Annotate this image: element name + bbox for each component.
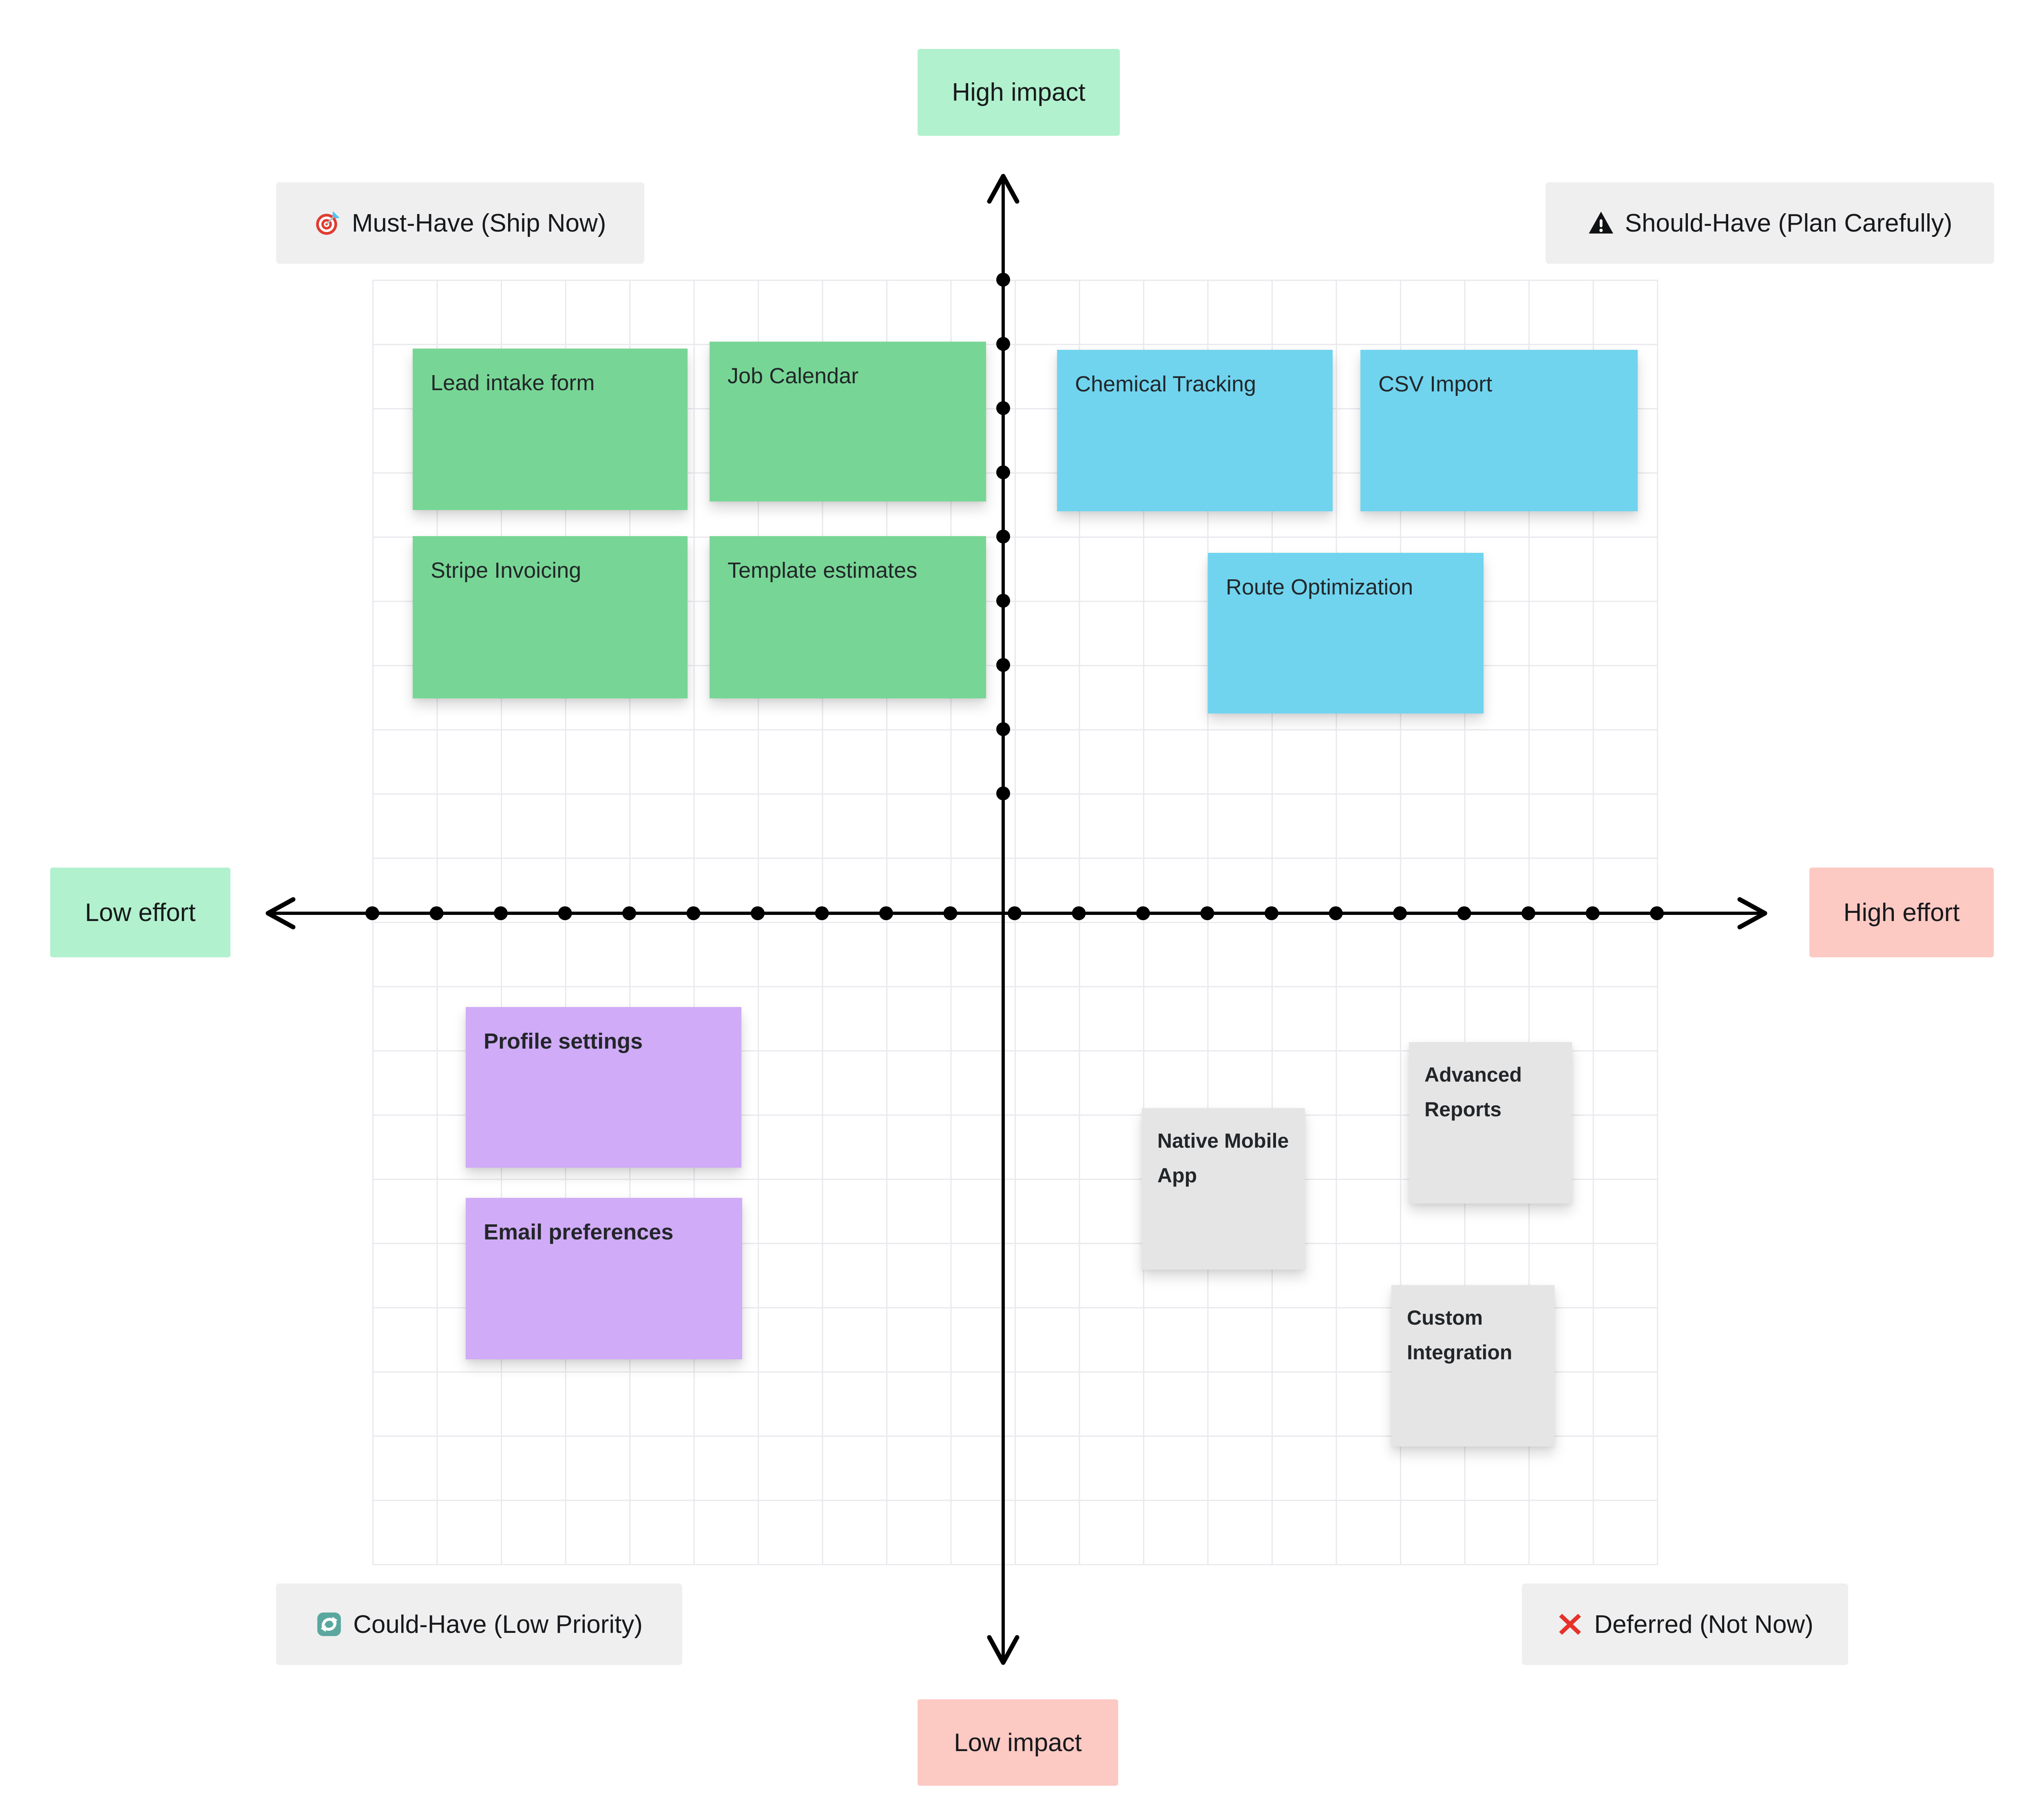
sticky-note-job-calendar[interactable]: Job Calendar — [710, 342, 986, 501]
axis-label-low-impact[interactable]: Low impact — [918, 1699, 1118, 1786]
quadrant-label-must-have[interactable]: Must-Have (Ship Now) — [276, 182, 644, 264]
axis-label-high-effort[interactable]: High effort — [1809, 868, 1994, 957]
cross-mark-icon — [1557, 1611, 1583, 1638]
sticky-note-native-mobile-app[interactable]: Native Mobile App — [1142, 1108, 1305, 1270]
arrowhead-right — [1737, 897, 1767, 930]
quadrant-label-text: Deferred (Not Now) — [1594, 1610, 1813, 1639]
sticky-note-template-estimates[interactable]: Template estimates — [710, 536, 986, 698]
quadrant-label-text: Could-Have (Low Priority) — [353, 1610, 643, 1639]
note-text: CSV Import — [1378, 372, 1493, 396]
axis-label-text: High effort — [1843, 898, 1960, 927]
arrowhead-down — [987, 1635, 1020, 1665]
sticky-note-profile-settings[interactable]: Profile settings — [466, 1007, 741, 1168]
note-text: Job Calendar — [728, 364, 859, 388]
axis-label-text: High impact — [952, 78, 1086, 106]
sticky-note-csv-import[interactable]: CSV Import — [1360, 350, 1638, 511]
axis-label-high-impact[interactable]: High impact — [918, 49, 1120, 136]
sticky-note-advanced-reports[interactable]: Advanced Reports — [1409, 1042, 1572, 1204]
sticky-note-chemical-tracking[interactable]: Chemical Tracking — [1057, 350, 1333, 511]
quadrant-label-text: Should-Have (Plan Carefully) — [1625, 209, 1953, 237]
note-text: Custom Integration — [1407, 1306, 1513, 1364]
note-text: Template estimates — [728, 558, 918, 583]
target-icon — [314, 210, 341, 236]
warning-icon — [1588, 210, 1614, 236]
quadrant-label-deferred[interactable]: Deferred (Not Now) — [1522, 1584, 1848, 1665]
arrowhead-up — [987, 174, 1020, 204]
arrowhead-left — [265, 897, 296, 930]
note-text: Profile settings — [484, 1029, 643, 1054]
note-text: Lead intake form — [431, 371, 595, 395]
axis-label-text: Low effort — [85, 898, 196, 927]
note-text: Native Mobile App — [1157, 1129, 1289, 1187]
quadrant-label-should-have[interactable]: Should-Have (Plan Carefully) — [1546, 182, 1994, 264]
sticky-note-custom-integration[interactable]: Custom Integration — [1391, 1285, 1555, 1447]
sticky-note-route-optimization[interactable]: Route Optimization — [1208, 553, 1484, 713]
quadrant-label-could-have[interactable]: Could-Have (Low Priority) — [276, 1584, 682, 1665]
note-text: Route Optimization — [1226, 575, 1413, 599]
note-text: Advanced Reports — [1424, 1063, 1522, 1121]
sticky-note-lead-intake-form[interactable]: Lead intake form — [413, 349, 688, 510]
note-text: Stripe Invoicing — [431, 558, 582, 583]
axis-label-low-effort[interactable]: Low effort — [50, 868, 230, 957]
note-text: Email preferences — [484, 1220, 674, 1244]
sticky-note-email-preferences[interactable]: Email preferences — [466, 1198, 742, 1359]
axis-label-text: Low impact — [954, 1728, 1082, 1757]
cycle-arrows-icon — [316, 1611, 343, 1638]
sticky-note-stripe-invoicing[interactable]: Stripe Invoicing — [413, 536, 688, 698]
note-text: Chemical Tracking — [1075, 372, 1256, 396]
quadrant-label-text: Must-Have (Ship Now) — [352, 209, 606, 237]
